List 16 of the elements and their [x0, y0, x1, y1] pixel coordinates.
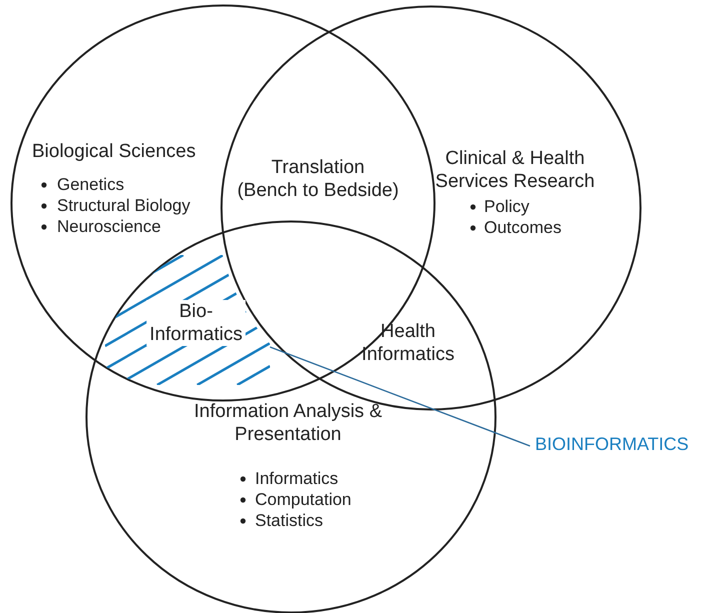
circle-heading: Biological Sciences — [32, 141, 196, 163]
leader-line — [270, 346, 530, 447]
list-item: Neuroscience — [57, 216, 161, 237]
list-item: Policy — [484, 196, 530, 217]
circle-heading: Clinical & Health Services Research — [435, 147, 595, 193]
list-item: Outcomes — [484, 217, 562, 238]
region-label: Bio- Informatics — [146, 300, 246, 346]
list-item: Informatics — [255, 468, 338, 489]
list-item: Statistics — [255, 510, 324, 531]
region-label: Health Informatics — [362, 320, 454, 366]
list-item: Computation — [255, 489, 352, 510]
list-item: Structural Biology — [57, 195, 190, 216]
callout-label: BIOINFORMATICS — [535, 434, 689, 455]
region-label: Translation (Bench to Bedside) — [237, 156, 399, 202]
list-item: Genetics — [57, 174, 124, 195]
circle-heading: Information Analysis & Presentation — [194, 400, 382, 446]
